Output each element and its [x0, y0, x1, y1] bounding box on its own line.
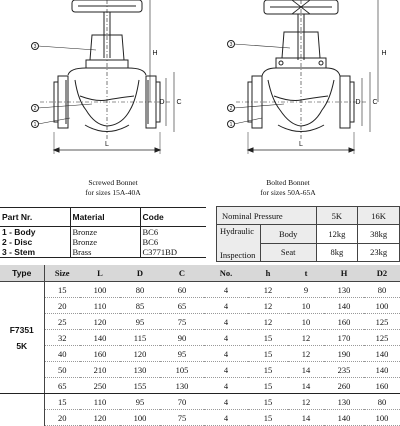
pressure-row-body: Hydraulic Inspection Body 12kg 38kg: [216, 224, 400, 262]
callout-2-right: 2: [230, 106, 233, 112]
parts-row: 1 - Body Bronze BC6: [0, 226, 206, 237]
dim-h-left: H: [152, 50, 157, 57]
parts-header-part: Part Nr.: [0, 207, 70, 227]
screwed-bonnet-caption: Screwed Bonnet for sizes 15A-40A: [85, 178, 141, 197]
nominal-5k: 5K: [315, 206, 359, 225]
pressure-table: Nominal Pressure 5K 16K Hydraulic Inspec…: [216, 206, 400, 262]
callout-1-right: 1: [230, 122, 233, 128]
nominal-16k: 16K: [357, 206, 400, 225]
valve-drawings: 3 2 1 3 2 1 H D C L H D C L: [31, 0, 387, 154]
hydraulic-inspection-label: Hydraulic Inspection: [216, 224, 261, 262]
bolted-bonnet-drawing: [227, 0, 379, 154]
dim-l-right: L: [299, 141, 303, 148]
parts-row: 3 - Stem Brass C3771BD: [0, 247, 206, 258]
callout-1-left: 1: [34, 122, 37, 128]
dimensions-header-row: Type Size L D C No. h t H D2: [0, 265, 400, 282]
callout-2-left: 2: [34, 106, 37, 112]
parts-header-code: Code: [139, 207, 206, 227]
dim-c-left: C: [176, 99, 181, 106]
callout-3-left: 3: [34, 44, 37, 50]
dim-c-right: C: [372, 99, 377, 106]
pressure-row-seat: Seat 8kg 23kg: [217, 242, 400, 262]
parts-header-material: Material: [69, 207, 140, 227]
screwed-bonnet-drawing: [31, 0, 175, 154]
bolted-bonnet-caption: Bolted Bonnet for sizes 50A-65A: [260, 178, 316, 197]
dim-l-left: L: [105, 141, 109, 148]
dim-h-right: H: [381, 50, 386, 57]
dim-d-left: D: [159, 99, 164, 106]
parts-row: 2 - Disc Bronze BC6: [0, 237, 206, 247]
callout-3-right: 3: [230, 42, 233, 48]
parts-table: Part Nr. Material Code 1 - Body Bronze B…: [0, 207, 206, 258]
nominal-pressure-label: Nominal Pressure: [216, 206, 317, 225]
dim-d-right: D: [355, 99, 360, 106]
